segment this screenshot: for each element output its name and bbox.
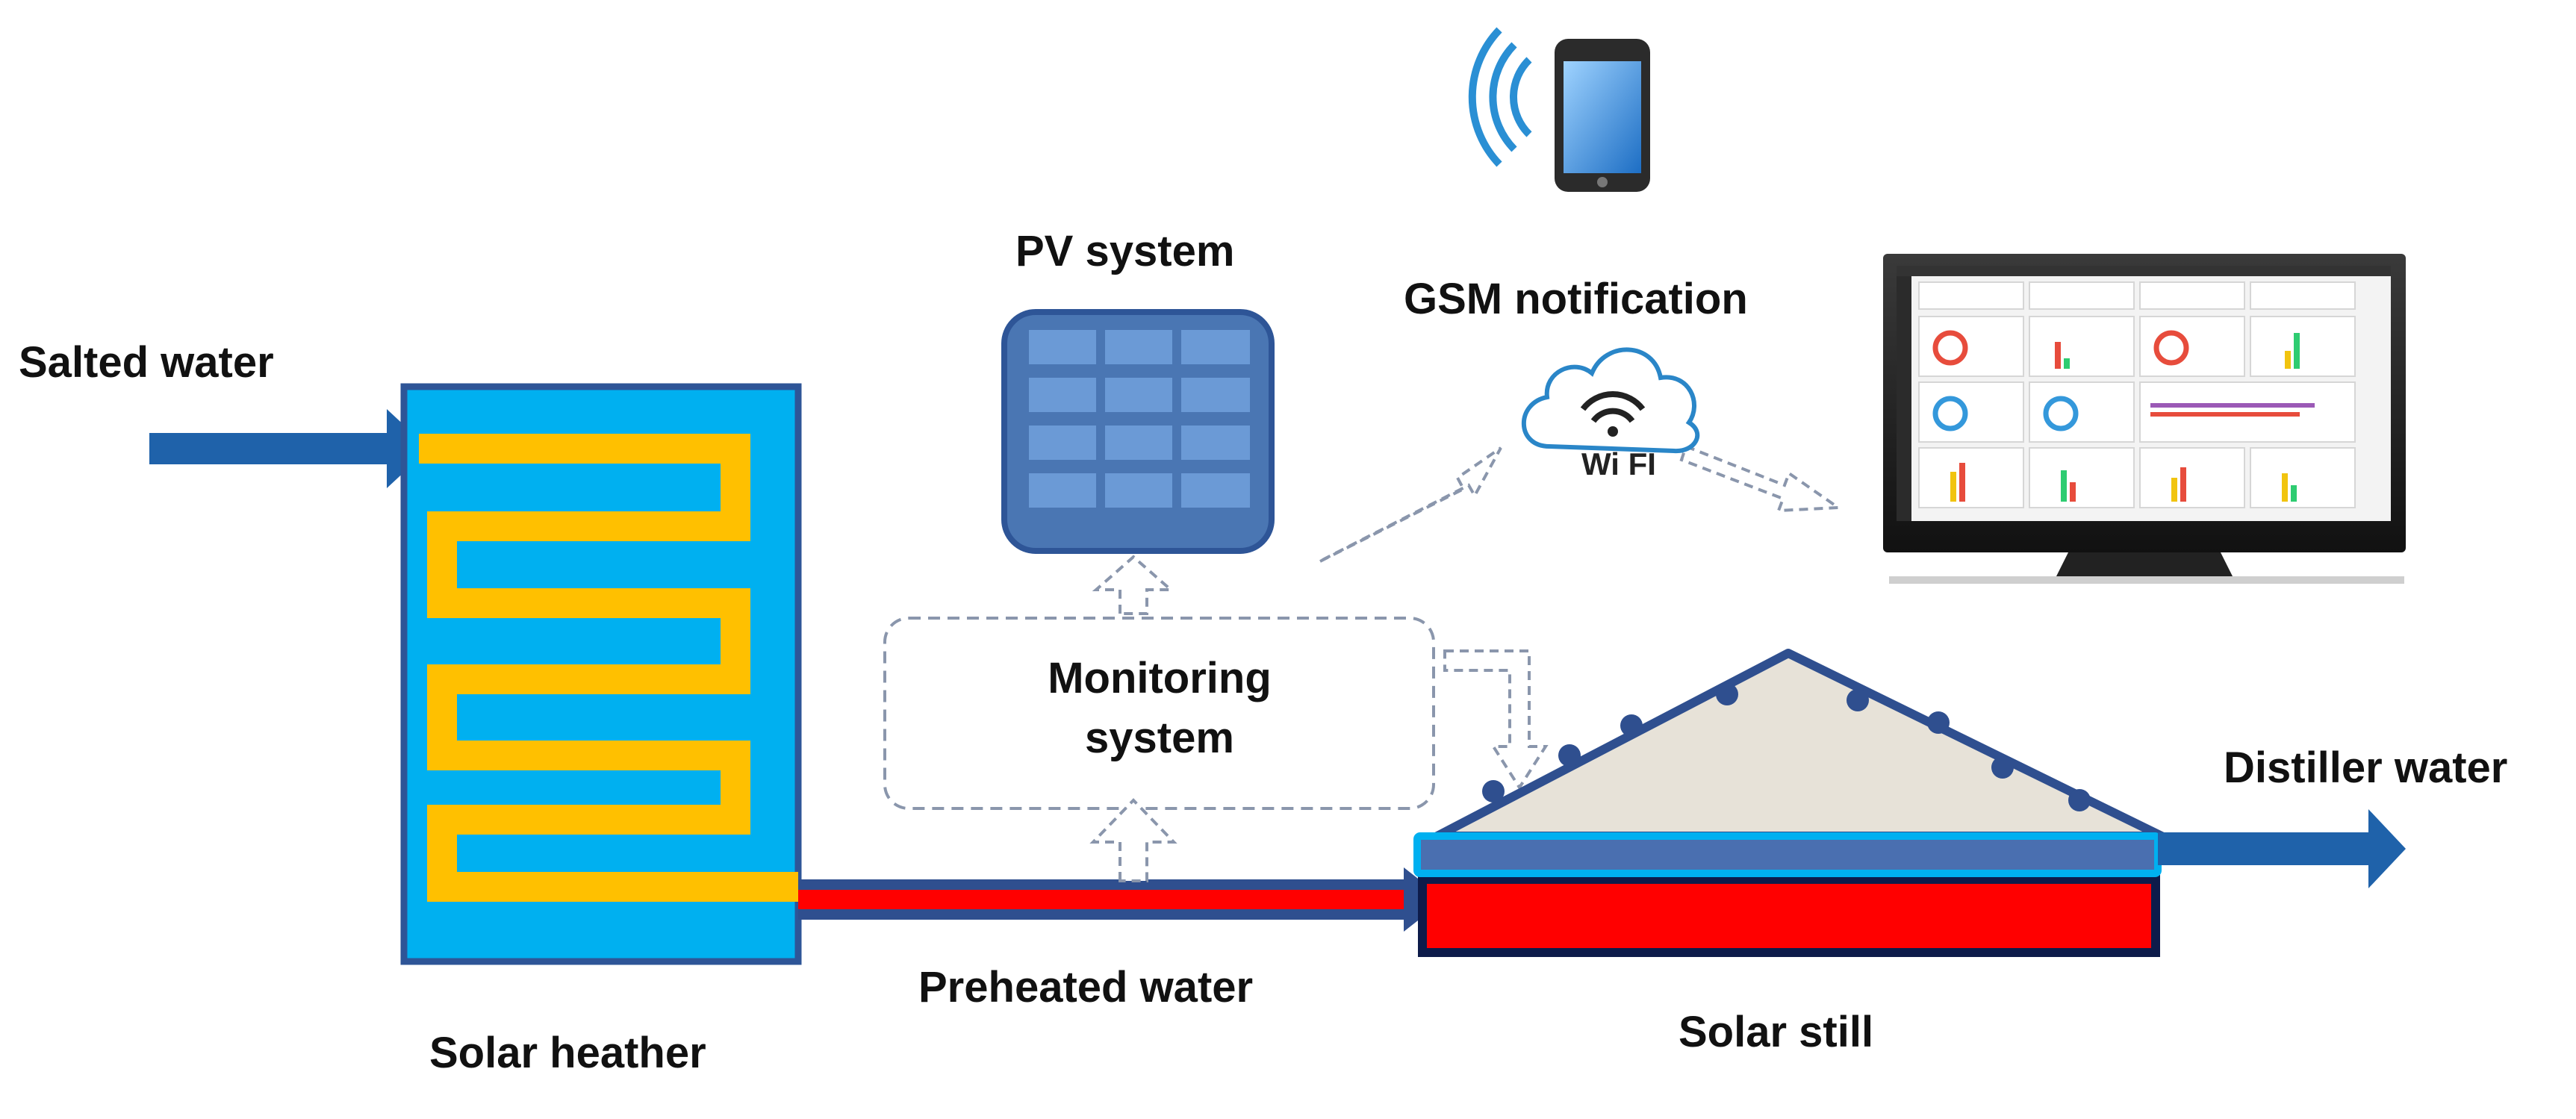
solar-panel-icon: [1001, 309, 1275, 554]
wifi-cloud-icon: [1521, 347, 1700, 454]
monitoring-system: [883, 617, 1435, 810]
salted-water-arrow: [149, 409, 429, 488]
monitoring-system-label-line1: Monitoring: [1048, 654, 1272, 702]
distiller-water-label: Distiller water: [2224, 744, 2507, 792]
heater-coil: [419, 434, 798, 902]
solar-heater: [400, 383, 802, 965]
preheated-water-pipe: [798, 867, 1445, 932]
solar-still-label: Solar still: [1679, 1008, 1873, 1056]
salted-water-label: Salted water: [19, 338, 274, 387]
dashed-arrow-wifi-to-monitor: [1679, 444, 1843, 513]
solar-heater-label: Solar heather: [429, 1029, 706, 1077]
distiller-water-arrow: [2158, 809, 2406, 888]
dashed-arrow-monitoring-to-still: [1443, 649, 1549, 791]
pv-system-label: PV system: [1015, 227, 1234, 275]
preheated-water-label: Preheated water: [918, 963, 1253, 1012]
dashed-arrow-monitoring-to-pv: [1092, 555, 1175, 615]
monitor-dashboard-icon: [1883, 254, 2406, 584]
solar-still: [1413, 649, 2166, 957]
gsm-notification-label: GSM notification: [1404, 275, 1748, 323]
monitoring-system-label-line2: system: [1085, 714, 1234, 762]
dashed-arrow-monitoring-to-wifi: [1319, 446, 1502, 563]
smartphone-icon: [1468, 27, 1650, 192]
wifi-label: Wi FI: [1581, 446, 1656, 481]
dashed-arrow-still-to-monitoring: [1089, 798, 1177, 882]
